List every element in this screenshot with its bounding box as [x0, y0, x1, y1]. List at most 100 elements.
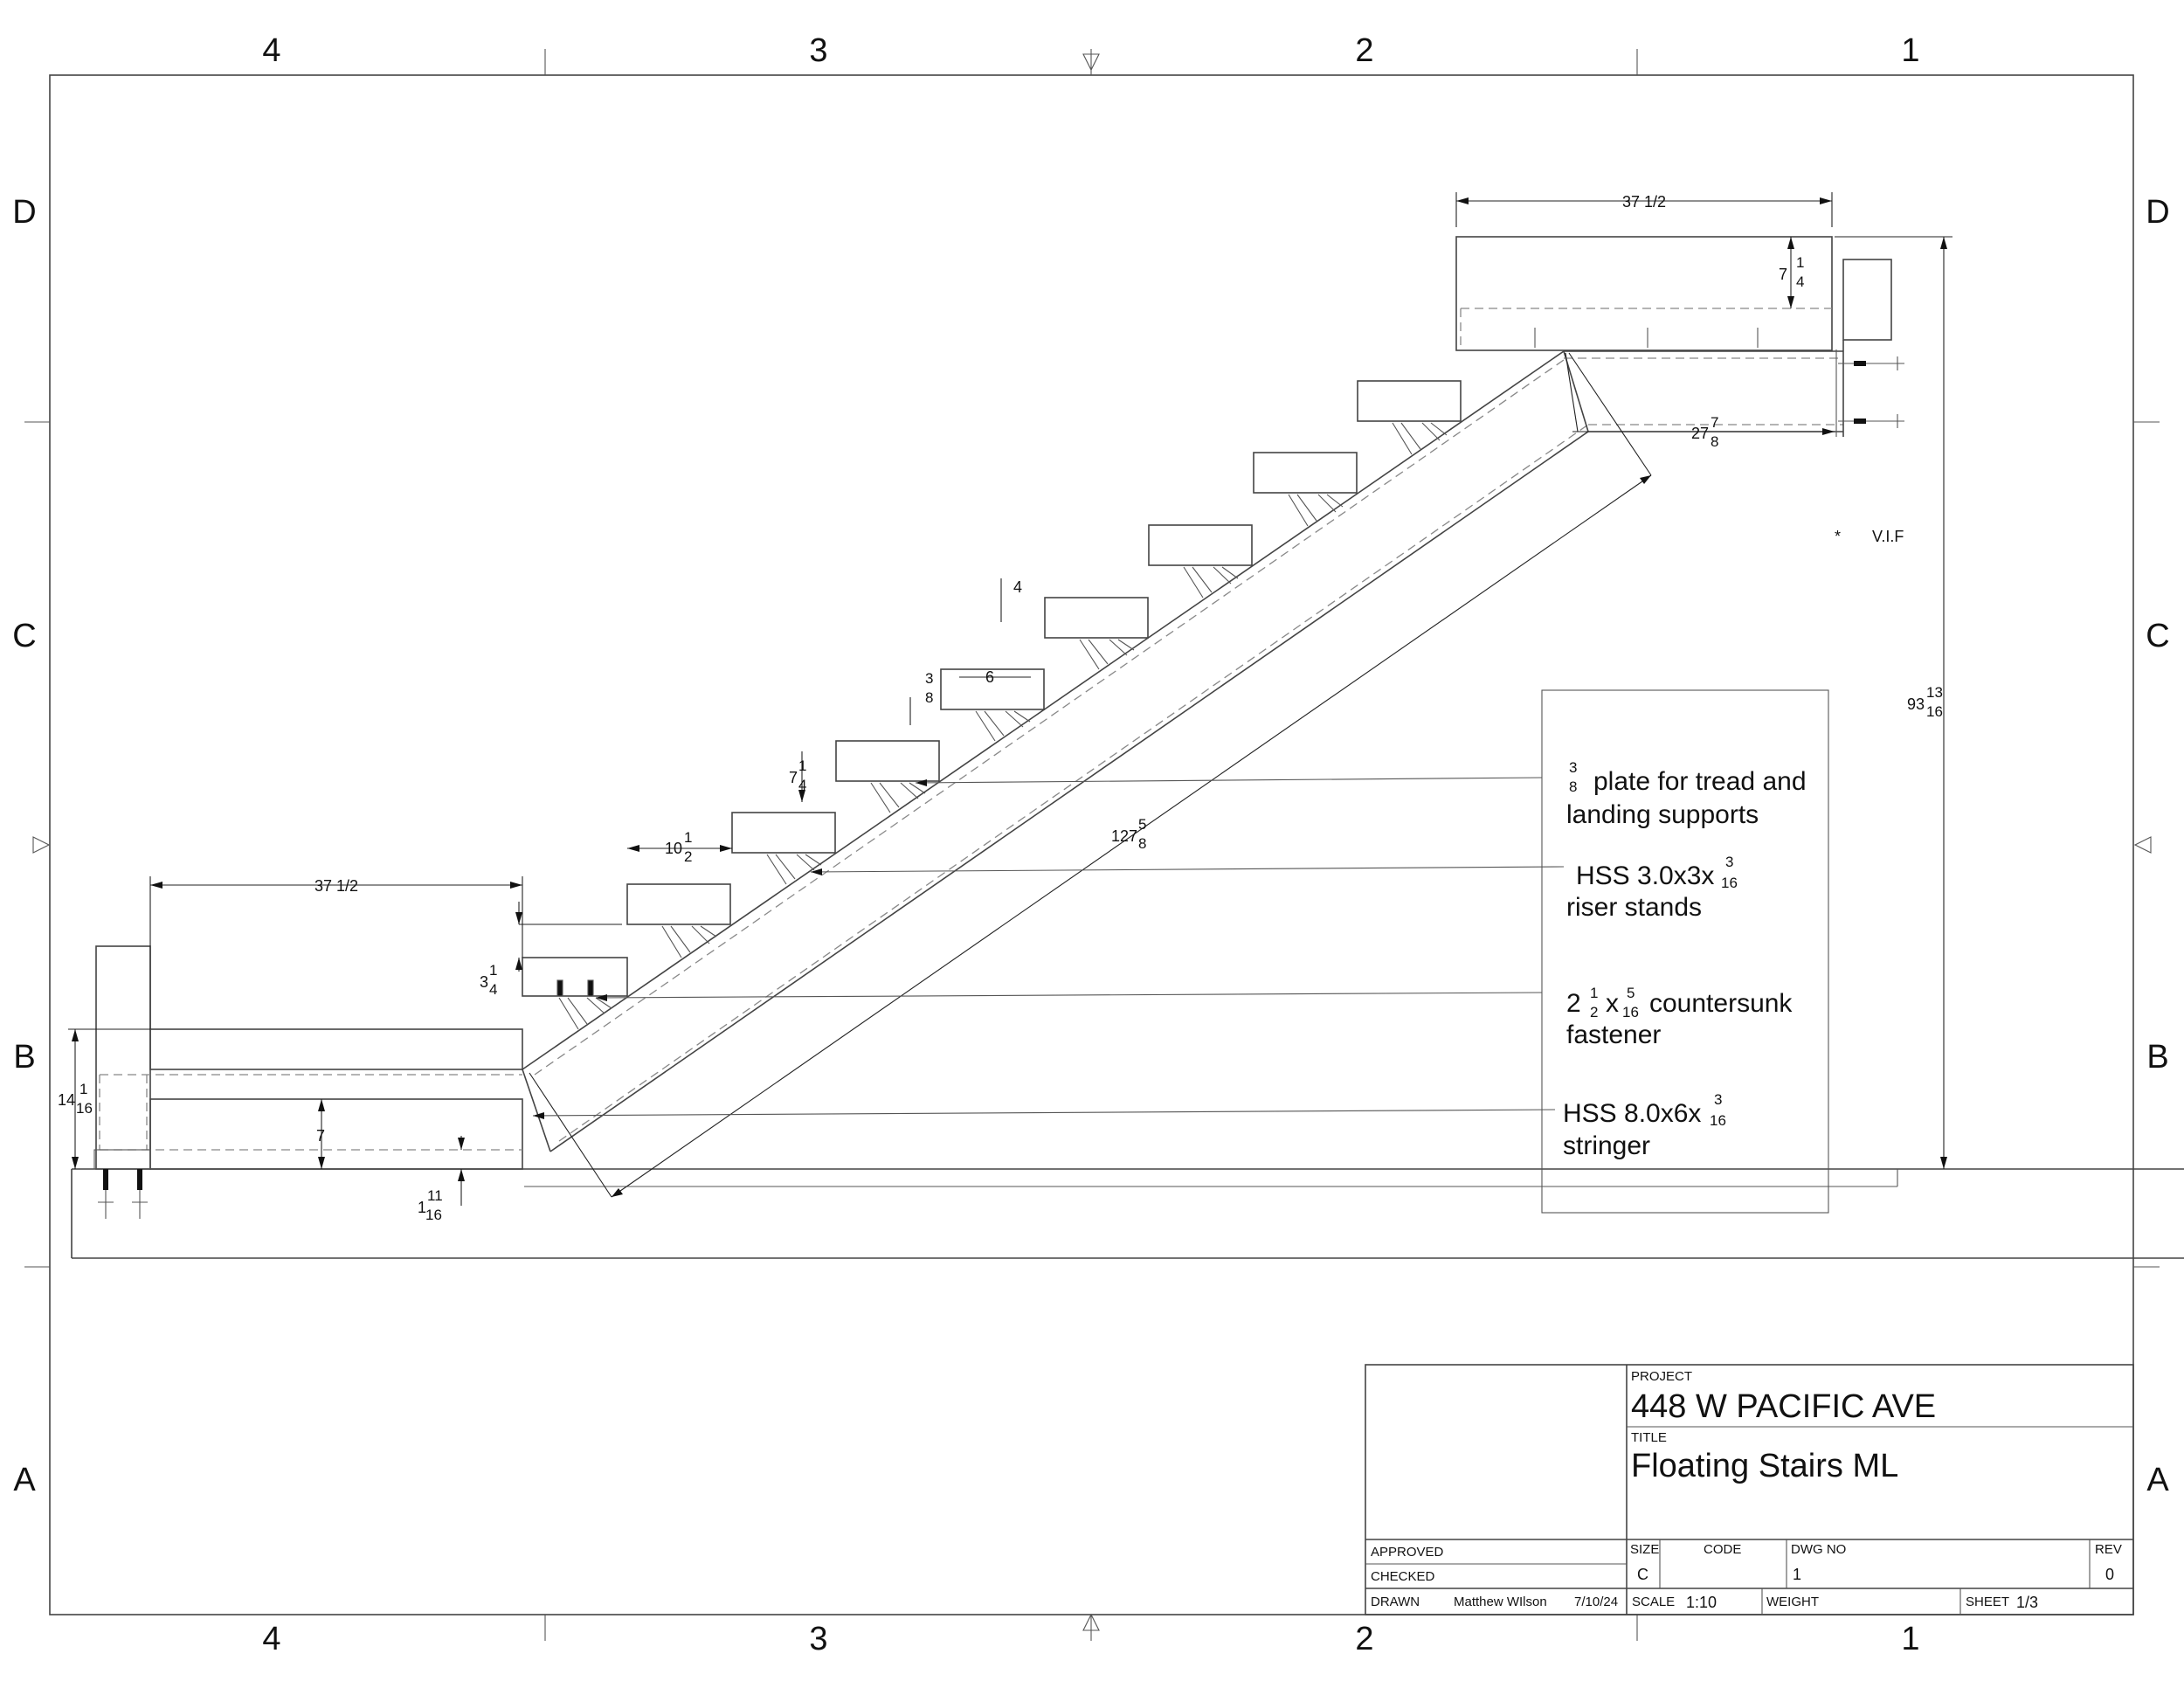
- stringer: [522, 350, 1589, 1152]
- zone-row-b-right: B: [2146, 1039, 2168, 1076]
- dim-base-offset-den: 16: [425, 1207, 442, 1223]
- note-plate: 3 8 plate for tread and landing supports: [1566, 759, 1807, 829]
- note-riser: HSS 3.0x3x 3 16 riser stands: [1566, 854, 1738, 922]
- tb-size-label: SIZE: [1630, 1542, 1659, 1557]
- dim-diagonal-den: 8: [1138, 835, 1146, 852]
- zone-labels: 4 3 2 1 4 3 2 1 D C B A D C B A: [12, 32, 2169, 1657]
- dim-tread-depth: 10: [665, 840, 682, 857]
- dim-plate-width: 6: [985, 668, 994, 686]
- zone-col-1-bottom: 1: [1901, 1621, 1919, 1657]
- leader-arrows: [533, 779, 927, 1119]
- zone-row-c-left: C: [12, 618, 36, 654]
- dim-plate-num: 3: [925, 670, 933, 687]
- dim-tread-depth-num: 1: [684, 829, 692, 846]
- note-riser-line1: HSS 3.0x3x: [1576, 861, 1714, 890]
- zone-row-b-left: B: [13, 1039, 35, 1076]
- tb-dwg-no-label: DWG NO: [1791, 1542, 1846, 1557]
- note-stringer-line2: stringer: [1563, 1131, 1650, 1160]
- note-stringer: HSS 8.0x6x 3 16 stringer: [1563, 1091, 1726, 1160]
- dim-plate-den: 8: [925, 689, 933, 706]
- tb-rev-label: REV: [2095, 1542, 2122, 1557]
- zone-col-3-bottom: 3: [809, 1621, 827, 1657]
- note-plate-den: 8: [1569, 778, 1577, 795]
- dim-top-landing-height: 7: [1779, 266, 1787, 283]
- tb-approved-label: APPROVED: [1371, 1545, 1444, 1560]
- note-fastener-prefix: 2: [1566, 989, 1581, 1018]
- zone-col-3-top: 3: [809, 32, 827, 69]
- dim-base-offset-num: 11: [427, 1187, 443, 1204]
- zone-row-c-right: C: [2146, 618, 2169, 654]
- dim-tread-depth-den: 2: [684, 848, 692, 865]
- dim-top-span-num: 7: [1711, 414, 1718, 431]
- tb-code-label: CODE: [1704, 1542, 1741, 1557]
- dim-diagonal: 127: [1111, 827, 1137, 845]
- zone-row-d-right: D: [2146, 194, 2169, 231]
- note-riser-den: 16: [1721, 875, 1738, 891]
- dim-bottom-landing-height-den: 16: [76, 1100, 93, 1117]
- tread-4: [835, 740, 940, 782]
- zone-ticks: [24, 49, 2160, 1641]
- dim-top-landing-height-den: 4: [1796, 273, 1804, 290]
- note-fastener-den1: 2: [1590, 1004, 1598, 1020]
- note-stringer-num: 3: [1714, 1091, 1722, 1108]
- zone-col-2-top: 2: [1355, 32, 1373, 69]
- tb-rev: 0: [2105, 1566, 2114, 1583]
- dim-overall-height-den: 16: [1926, 703, 1943, 720]
- riser-stands: [556, 422, 1448, 1030]
- vif-mark: *: [1835, 528, 1841, 545]
- dimension-arrows: [72, 197, 1947, 1197]
- note-fastener-num2: 5: [1627, 985, 1635, 1001]
- top-landing: [1455, 236, 1904, 437]
- dim-overall-height-num: 13: [1926, 684, 1943, 701]
- zone-row-a-left: A: [13, 1462, 36, 1498]
- dim-tread-thickness: 4: [1013, 578, 1022, 596]
- tb-title: Floating Stairs ML: [1631, 1448, 1898, 1484]
- note-fastener-suffix: countersunk: [1649, 989, 1793, 1018]
- tread-7: [1148, 524, 1253, 566]
- dim-first-riser-num: 1: [489, 962, 497, 979]
- floor: [71, 1168, 2184, 1259]
- tb-sheet-label: SHEET: [1966, 1595, 2009, 1609]
- note-fastener-num1: 1: [1590, 985, 1598, 1001]
- dim-bottom-step: 7: [316, 1127, 325, 1145]
- dim-top-landing-height-num: 1: [1796, 254, 1804, 271]
- zone-col-1-top: 1: [1901, 32, 1919, 69]
- tb-project: 448 W PACIFIC AVE: [1631, 1388, 1936, 1425]
- zone-col-4-bottom: 4: [262, 1621, 280, 1657]
- tb-weight-label: WEIGHT: [1766, 1595, 1819, 1609]
- dim-base-offset: 1: [418, 1199, 426, 1216]
- dim-top-landing-width: 37 1/2: [1622, 193, 1666, 211]
- zone-row-d-left: D: [12, 194, 36, 231]
- tb-sheet: 1/3: [2016, 1594, 2038, 1611]
- tread-3: [731, 812, 836, 854]
- note-stringer-line1: HSS 8.0x6x: [1563, 1099, 1701, 1128]
- tb-dwg-no: 1: [1793, 1566, 1801, 1583]
- dim-riser-num: 1: [798, 758, 806, 774]
- tb-title-label: TITLE: [1631, 1430, 1667, 1445]
- tb-drawn-label: DRAWN: [1371, 1595, 1420, 1609]
- sheet-border: [49, 74, 2134, 1615]
- note-riser-num: 3: [1725, 854, 1733, 870]
- note-stringer-den: 16: [1710, 1112, 1726, 1129]
- bottom-landing: [93, 945, 523, 1219]
- zone-col-2-bottom: 2: [1355, 1621, 1373, 1657]
- tread-6: [1044, 597, 1149, 639]
- note-plate-line1: plate for tread and: [1593, 767, 1807, 796]
- title-block: PROJECT 448 W PACIFIC AVE TITLE Floating…: [1365, 1364, 2134, 1615]
- tb-size: C: [1637, 1566, 1648, 1583]
- note-fastener: 2 1 2 x 5 16 countersunk fastener: [1566, 985, 1793, 1049]
- tread-9: [1357, 380, 1462, 422]
- tb-drawn-date: 7/10/24: [1574, 1595, 1618, 1609]
- dim-bottom-landing-height-num: 1: [79, 1081, 87, 1097]
- tread-2: [626, 883, 731, 925]
- dim-diagonal-num: 5: [1138, 816, 1146, 833]
- notes-box: [1541, 689, 1829, 1214]
- tb-drawn-by: Matthew WIlson: [1454, 1595, 1547, 1609]
- tb-scale: 1:10: [1686, 1594, 1717, 1611]
- dimension-lines: [68, 192, 1952, 1206]
- note-fastener-line2: fastener: [1566, 1020, 1661, 1049]
- note-plate-line2: landing supports: [1566, 800, 1759, 829]
- dim-bottom-landing-height: 14: [58, 1091, 75, 1109]
- dim-first-riser-den: 4: [489, 981, 497, 998]
